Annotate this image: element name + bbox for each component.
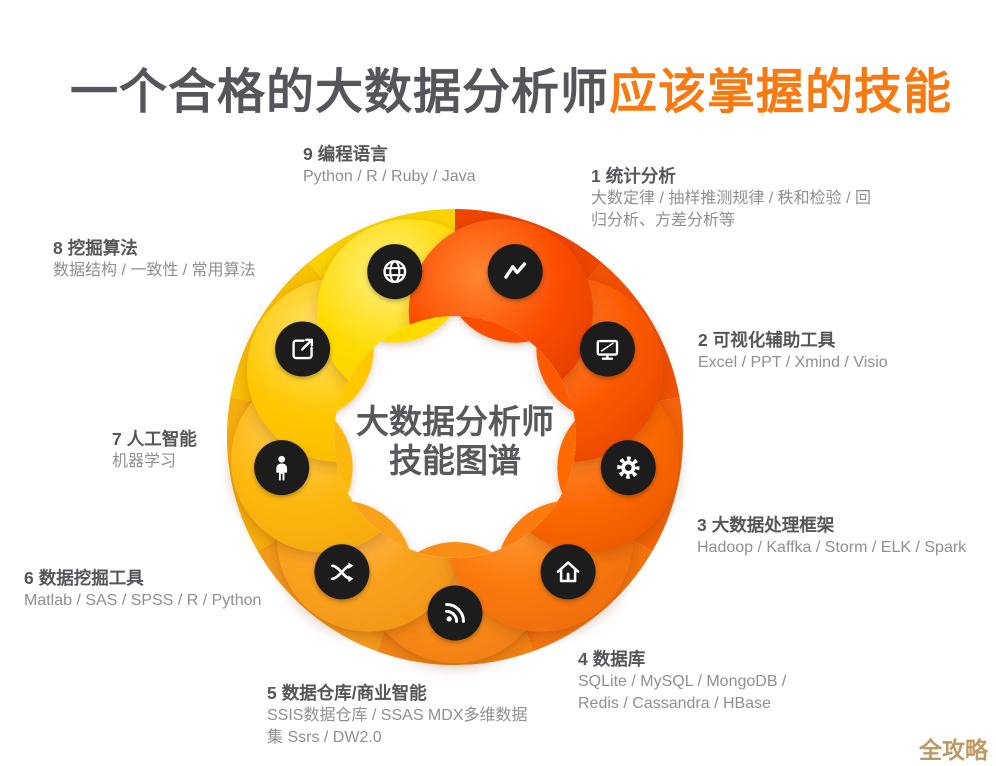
skill-3-detail: Hadoop / Kaffka / Storm / ELK / Spark bbox=[697, 539, 967, 556]
title-dark: 一个合格的大数据分析师 bbox=[70, 66, 610, 120]
monitor-icon bbox=[579, 321, 635, 377]
skill-6-detail: Matlab / SAS / SPSS / R / Python bbox=[24, 592, 262, 609]
skill-8-detail: 数据结构 / 一致性 / 常用算法 bbox=[53, 262, 256, 279]
page-title: 一个合格的大数据分析师应该掌握的技能 bbox=[70, 52, 952, 122]
gear-icon bbox=[600, 440, 656, 496]
center-caption-line2: 技能图谱 bbox=[389, 442, 521, 479]
skill-2-detail: Excel / PPT / Xmind / Visio bbox=[698, 354, 888, 371]
globe-icon bbox=[367, 244, 423, 300]
title-accent: 应该掌握的技能 bbox=[609, 66, 953, 120]
donut-center-caption: 大数据分析师 技能图谱 bbox=[356, 402, 554, 480]
skill-1-detail: 大数定律 / 抽样推测规律 / 秩和检验 / 回归分析、方差分析等 bbox=[591, 190, 872, 229]
skill-5-detail: SSIS数据仓库 / SSAS MDX多维数据集 Ssrs / DW2.0 bbox=[267, 707, 528, 746]
crossing-arrows-icon bbox=[314, 544, 370, 600]
center-caption-line1: 大数据分析师 bbox=[356, 403, 554, 440]
skill-4-detail: SQLite / MySQL / MongoDB / Redis / Cassa… bbox=[578, 673, 787, 712]
skill-7-detail: 机器学习 bbox=[112, 453, 177, 470]
watermark: 全攻略 bbox=[919, 737, 988, 763]
skill-9-detail: Python / R / Ruby / Java bbox=[303, 168, 476, 185]
person-icon bbox=[254, 440, 310, 496]
donut-hole bbox=[334, 316, 576, 558]
line-chart-icon bbox=[487, 244, 543, 300]
home-icon bbox=[540, 544, 596, 600]
export-icon bbox=[275, 321, 331, 377]
rss-icon bbox=[427, 585, 483, 641]
ring-icons bbox=[254, 244, 656, 641]
